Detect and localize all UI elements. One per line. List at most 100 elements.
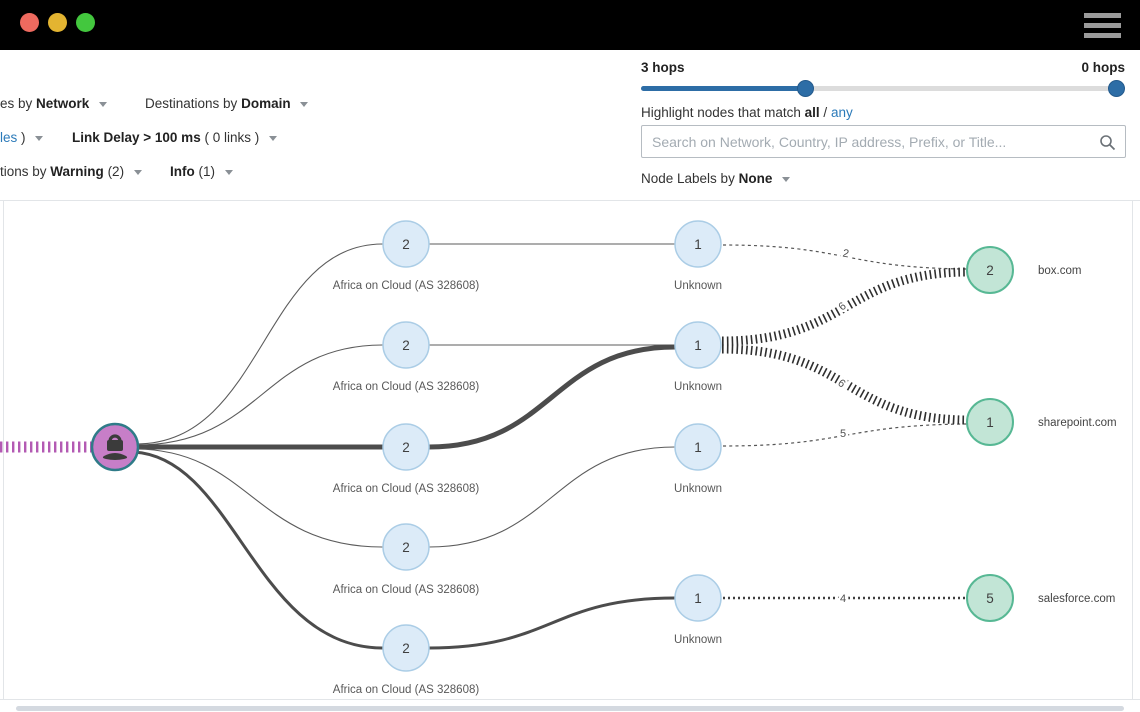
warning-count: (2) — [107, 164, 125, 179]
node-labels-prefix: Node Labels by — [641, 171, 735, 186]
match-separator: / — [823, 105, 828, 120]
link-as4-unknown3[interactable] — [428, 446, 676, 548]
dropdown-caret-icon — [99, 101, 108, 107]
destination-node-box[interactable]: 2 — [966, 246, 1014, 294]
panel-bottom-border — [0, 699, 1140, 700]
hops-slider-fill — [641, 86, 805, 91]
notifications-warning-dropdown[interactable]: tions by Warning (2) — [0, 164, 142, 179]
link-agent-as4[interactable] — [135, 448, 384, 548]
unknown-node-value: 1 — [694, 440, 702, 455]
destination-node-salesforce[interactable]: 5 — [966, 574, 1014, 622]
nodes-by-value: Network — [36, 96, 90, 111]
as-node-label: Africa on Cloud (AS 328608) — [333, 381, 480, 393]
destination-node-sharepoint[interactable]: 1 — [966, 398, 1014, 446]
horizontal-scrollbar[interactable] — [16, 706, 1124, 711]
unknown-node-value: 1 — [694, 591, 702, 606]
node-labels-value: None — [738, 171, 773, 186]
destination-label: salesforce.com — [1038, 593, 1115, 605]
unknown-node[interactable]: 1 — [674, 220, 722, 268]
as-node-value: 2 — [402, 338, 410, 353]
dropdown-caret-icon — [35, 135, 44, 141]
close-window-button[interactable] — [20, 13, 39, 32]
notifications-by-label: tions by — [0, 164, 47, 179]
info-count: (1) — [198, 164, 216, 179]
unknown-node[interactable]: 1 — [674, 321, 722, 369]
link-unknown2-box[interactable] — [721, 267, 967, 346]
unknown-node-label: Unknown — [674, 634, 722, 646]
maximize-window-button[interactable] — [76, 13, 95, 32]
panel-top-border — [0, 200, 1140, 201]
link-delay-dropdown[interactable]: Link Delay > 100 ms ( 0 links ) — [72, 130, 277, 145]
minimize-window-button[interactable] — [48, 13, 67, 32]
link-delay-label: Link Delay > 100 ms — [72, 130, 201, 145]
lock-icon — [102, 434, 128, 460]
as-node[interactable]: 2 — [382, 321, 430, 369]
nodes-count-paren: ) — [21, 130, 26, 145]
as-node-label: Africa on Cloud (AS 328608) — [333, 483, 480, 495]
hops-slider-track[interactable] — [641, 80, 1125, 97]
dropdown-caret-icon — [133, 169, 142, 175]
link-agent-as5[interactable] — [133, 450, 384, 650]
link-agent-as2[interactable] — [135, 344, 384, 446]
as-node[interactable]: 2 — [382, 523, 430, 571]
nodes-by-network-dropdown[interactable]: es by Network — [0, 96, 108, 111]
unknown-node-label: Unknown — [674, 381, 722, 393]
dropdown-caret-icon — [224, 169, 233, 175]
panel-right-border — [1132, 200, 1133, 700]
link-as3-unknown2[interactable] — [428, 344, 676, 450]
as-node[interactable]: 2 — [382, 624, 430, 672]
info-dropdown[interactable]: Info (1) — [170, 164, 233, 179]
unknown-node[interactable]: 1 — [674, 423, 722, 471]
match-all-option[interactable]: all — [804, 105, 820, 120]
destinations-by-domain-dropdown[interactable]: Destinations by Domain — [145, 96, 309, 111]
dropdown-caret-icon — [300, 101, 309, 107]
dropdown-caret-icon — [782, 176, 791, 182]
destinations-by-value: Domain — [241, 96, 291, 111]
nodes-count-link[interactable]: les — [0, 130, 18, 145]
as-node[interactable]: 2 — [382, 220, 430, 268]
hops-max-label: 0 hops — [1081, 60, 1125, 75]
search-box — [641, 125, 1126, 158]
search-icon[interactable] — [1099, 134, 1116, 151]
unknown-node-label: Unknown — [674, 280, 722, 292]
nodes-by-label: es by — [0, 96, 33, 111]
panel-left-border — [3, 200, 4, 700]
destination-label: sharepoint.com — [1038, 417, 1117, 429]
match-any-option[interactable]: any — [830, 105, 853, 120]
hops-min-label: 3 hops — [641, 60, 685, 75]
info-label: Info — [170, 164, 195, 179]
as-node[interactable]: 2 — [382, 423, 430, 471]
highlight-prefix: Highlight nodes that match — [641, 105, 801, 120]
hamburger-menu-icon[interactable] — [1084, 13, 1121, 38]
as-node-value: 2 — [402, 237, 410, 252]
as-node-label: Africa on Cloud (AS 328608) — [333, 280, 480, 292]
as-node-value: 2 — [402, 641, 410, 656]
link-label: 5 — [840, 428, 846, 440]
highlight-match-control: Highlight nodes that match all / any — [641, 105, 853, 120]
warning-label: Warning — [50, 164, 104, 179]
destinations-by-label: Destinations by — [145, 96, 238, 111]
agent-node[interactable] — [90, 422, 140, 472]
as-node-value: 2 — [402, 540, 410, 555]
destination-node-value: 2 — [986, 263, 994, 278]
search-input[interactable] — [642, 126, 1125, 157]
destination-label: box.com — [1038, 265, 1081, 277]
as-node-label: Africa on Cloud (AS 328608) — [333, 584, 480, 596]
link-label: 4 — [840, 593, 846, 605]
path-visualization: 2 6 6 5 4 2 Africa on Cloud (AS 328608) … — [0, 220, 1117, 696]
node-labels-dropdown[interactable]: Node Labels by None — [641, 171, 791, 186]
unknown-node[interactable]: 1 — [674, 574, 722, 622]
hops-slider-handle-left[interactable] — [797, 80, 814, 97]
window-titlebar — [0, 0, 1140, 50]
link-as5-unknown4[interactable] — [428, 596, 676, 650]
link-unknown2-sharepoint[interactable] — [721, 344, 967, 425]
nodes-count-dropdown[interactable]: les ) — [0, 130, 44, 145]
link-delay-count: ( 0 links ) — [204, 130, 260, 145]
link-label: 2 — [842, 248, 850, 261]
link-agent-as1[interactable] — [135, 243, 384, 445]
as-node-label: Africa on Cloud (AS 328608) — [333, 684, 480, 696]
hops-slider-handle-right[interactable] — [1108, 80, 1125, 97]
dropdown-caret-icon — [269, 135, 277, 141]
unknown-node-value: 1 — [694, 237, 702, 252]
